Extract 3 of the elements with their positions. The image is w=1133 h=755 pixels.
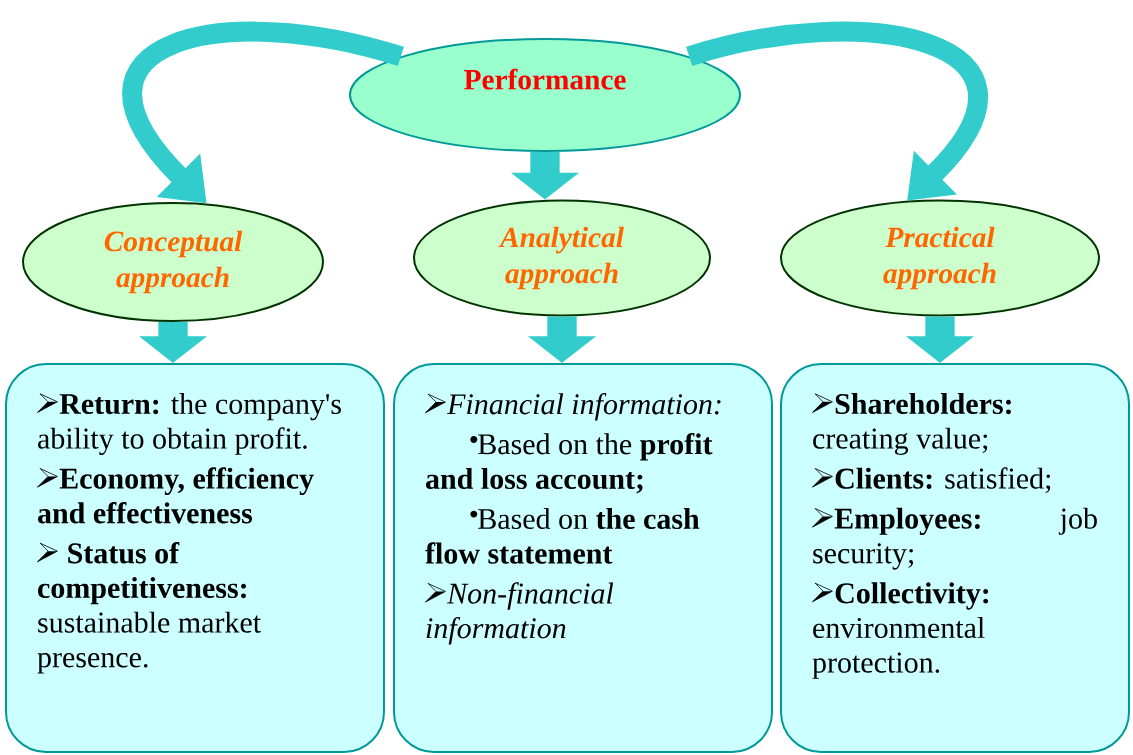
content-box: Financial information: Based on the profit and loss account; Based on the cash flow statement Non-financial information [393,363,773,753]
content-box: Shareholders: creating value; Clients: satisfied; Employees: job security; Collectivity: environmental protection. [780,363,1130,753]
content-box: Return: the company's ability to obtain profit. Economy, efficiency and effectiveness Status of competitiveness: sustainable market presence. [5,363,385,753]
